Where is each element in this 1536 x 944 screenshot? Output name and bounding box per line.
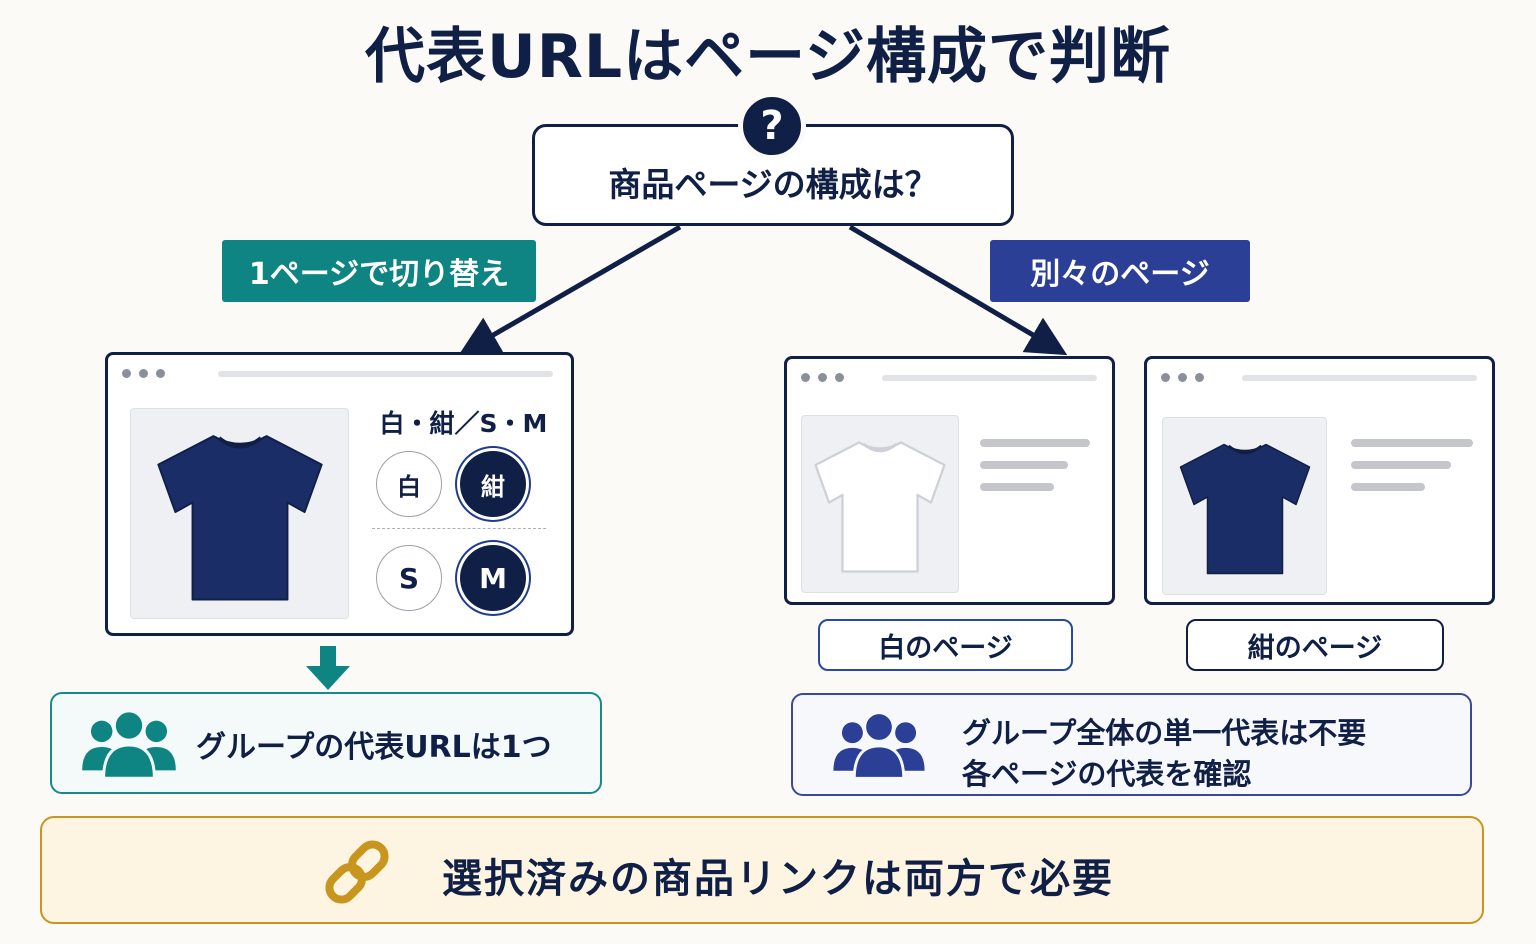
question-mark-icon: ? [738,92,806,160]
footer-banner-text: 選択済みの商品リンクは両方で必要 [442,856,1114,902]
white-page-browser [784,356,1115,605]
white-tshirt-icon [814,441,946,573]
single-page-result [50,692,602,794]
product-image [1162,417,1327,595]
group-users-icon [833,711,925,780]
options-divider [372,528,546,529]
navy-page-browser [1144,356,1495,605]
group-users-icon [82,709,176,780]
text-placeholder-line [1351,439,1473,447]
down-arrow [306,646,350,690]
white-page-label: 白のページ [818,619,1073,671]
question-text: 商品ページの構成は？ [608,165,938,204]
product-image [130,408,349,619]
address-bar [1242,375,1477,381]
text-placeholder-line [980,461,1068,469]
separate-pages-result-line-2: 各ページの代表を確認 [962,757,1252,791]
window-dots [1161,373,1204,382]
navy-page-label: 紺のページ [1186,619,1444,671]
text-placeholder-line [980,483,1054,491]
separate-pages-result-line-1: グループ全体の単一代表は不要 [962,716,1367,750]
options-label: 白・紺／S・M [379,409,548,438]
product-image [801,415,959,593]
color-option-navy[interactable]: 紺 [460,451,526,517]
separate-pages-result [791,693,1472,796]
separate-pages-tag: 別々のページ [990,240,1250,302]
arrow-to-separate-pages [848,224,1068,356]
navy-tshirt-icon [1179,443,1310,575]
window-dots [122,369,165,378]
address-bar [882,375,1097,381]
link-chain-icon [325,840,389,904]
text-placeholder-line [1351,483,1425,491]
page-title: 代表URLはページ構成で判断 [365,22,1171,92]
text-placeholder-line [980,439,1090,447]
text-placeholder-line [1351,461,1451,469]
single-page-result-text: グループの代表URLは1つ [196,730,552,765]
window-dots [801,373,844,382]
single-page-tag: 1ページで切り替え [222,240,536,302]
address-bar [218,371,553,377]
size-option-s[interactable]: S [376,545,442,611]
size-option-m[interactable]: M [460,545,526,611]
color-option-white[interactable]: 白 [376,451,442,517]
footer-banner [40,816,1484,924]
arrow-to-single-page [458,224,682,356]
navy-tshirt-icon [156,434,323,600]
